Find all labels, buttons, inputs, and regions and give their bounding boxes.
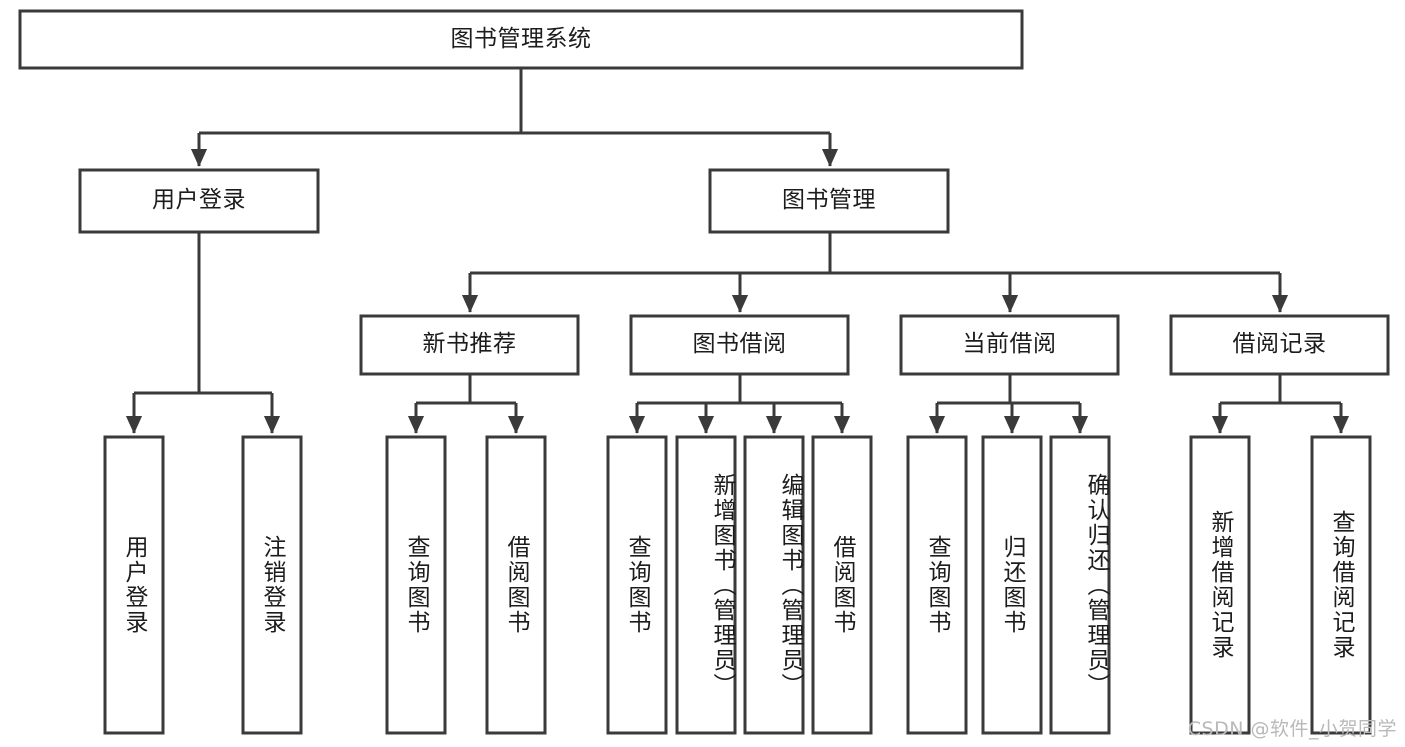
- node-box-leaf-confirm-return[interactable]: [1049, 435, 1111, 735]
- node-box-current-borrow[interactable]: [899, 314, 1120, 376]
- node-box-leaf-query-book-3[interactable]: [906, 435, 968, 735]
- node-box-leaf-add-record[interactable]: [1189, 435, 1251, 735]
- node-box-leaf-user-login[interactable]: [103, 435, 165, 735]
- node-box-book-borrow[interactable]: [629, 314, 850, 376]
- node-box-leaf-borrow-book-1[interactable]: [485, 435, 547, 735]
- node-box-leaf-query-book-1[interactable]: [385, 435, 447, 735]
- node-box-book-manage[interactable]: [708, 168, 950, 234]
- node-box-leaf-logout[interactable]: [241, 435, 303, 735]
- node-box-leaf-query-book-2[interactable]: [606, 435, 668, 735]
- node-box-leaf-edit-book[interactable]: [743, 435, 805, 735]
- node-box-leaf-return-book[interactable]: [981, 435, 1043, 735]
- node-box-borrow-record[interactable]: [1169, 314, 1390, 376]
- node-box-leaf-add-book[interactable]: [675, 435, 737, 735]
- node-box-root[interactable]: [18, 9, 1024, 70]
- node-box-user-login[interactable]: [78, 168, 320, 234]
- node-box-leaf-borrow-book-2[interactable]: [811, 435, 873, 735]
- node-box-new-book-recommend[interactable]: [359, 314, 580, 376]
- node-box-leaf-query-record[interactable]: [1310, 435, 1372, 735]
